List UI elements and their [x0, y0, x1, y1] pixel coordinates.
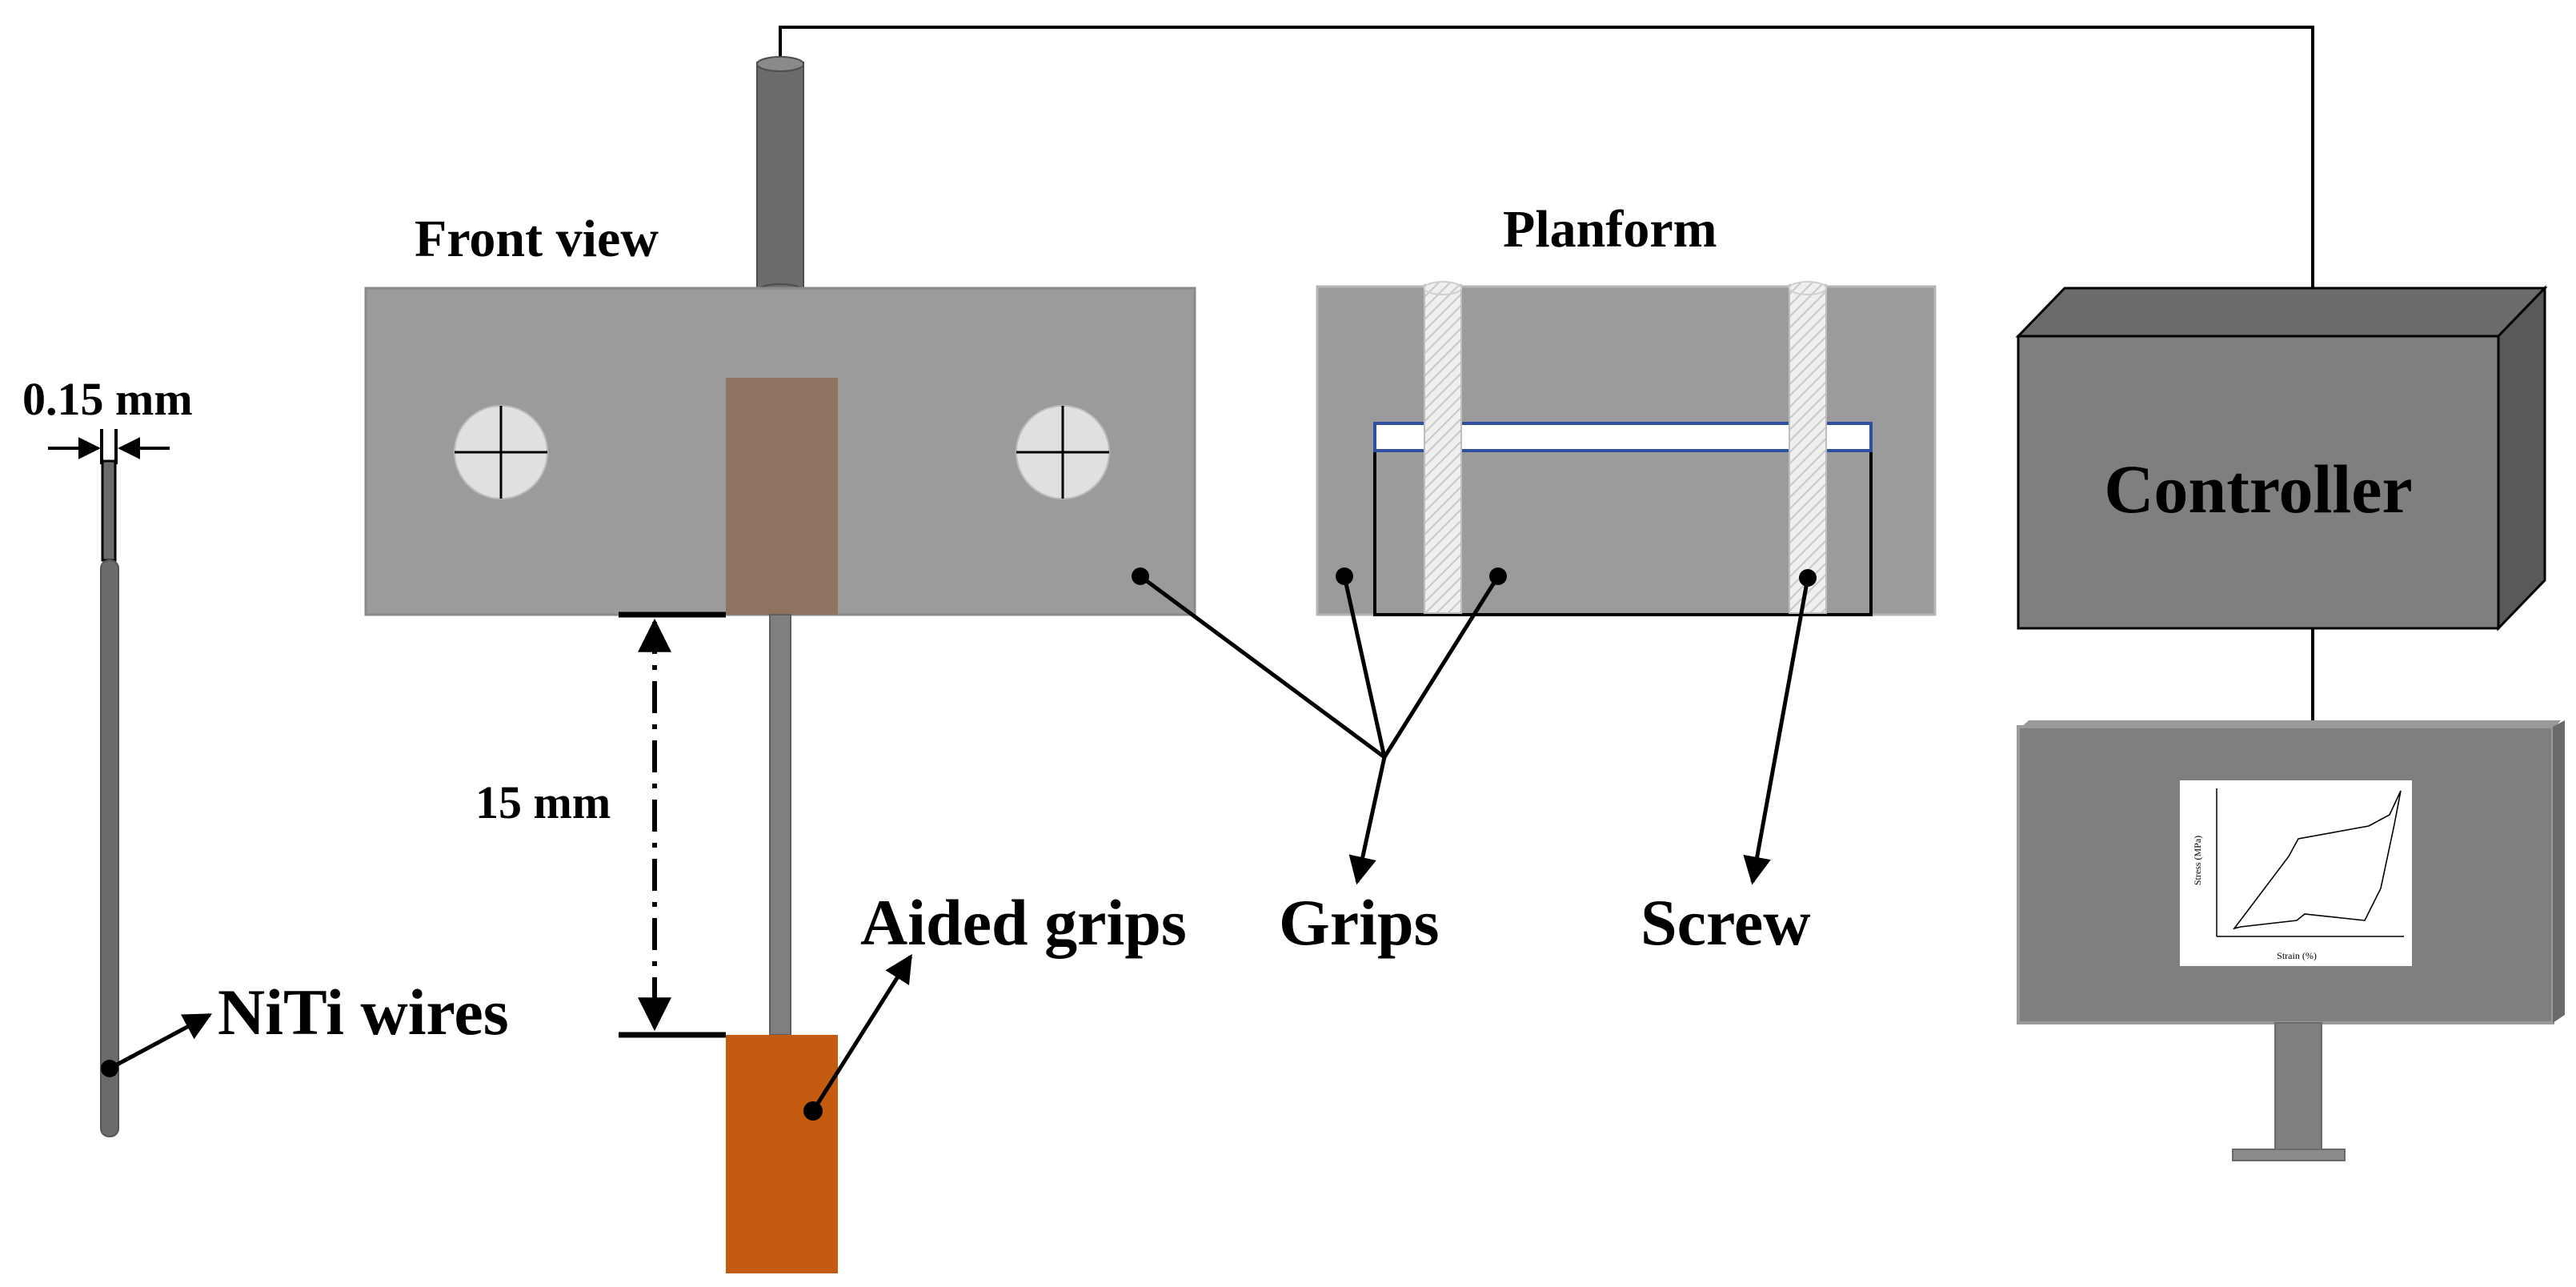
connection-wire [779, 26, 2314, 288]
screw-label: Screw [1641, 886, 1811, 959]
grips-callout-line-front [1139, 574, 1386, 760]
niti-wires-label: NiTi wires [218, 976, 509, 1048]
controller-side-face [2497, 285, 2546, 631]
specimen-wire [769, 614, 791, 1036]
aided-grips-label: Aided grips [860, 886, 1187, 959]
controller-box: Controller [2015, 285, 2548, 631]
screw-callout-arrow [1743, 577, 1810, 885]
wire-diameter-label: 0.15 mm [22, 373, 193, 425]
monitor-chart-xlabel: Strain (%) [2277, 950, 2317, 961]
front-view-title: Front view [415, 210, 659, 268]
controller-top-face [2015, 287, 2548, 338]
grips-callout-arrow [1348, 756, 1387, 885]
grips-callout-line-mid [1382, 575, 1500, 759]
niti-wire-thin-end [101, 459, 117, 562]
monitor-chart: Strain (%) Stress (MPa) [2180, 780, 2412, 966]
aided-grip-upper [726, 378, 838, 615]
cross-slot-screw-head-icon [454, 405, 548, 499]
monitor-base [2232, 1149, 2346, 1161]
grips-label: Grips [1279, 886, 1439, 959]
hatched-screw-icon [1789, 281, 1827, 614]
controller-front-face [2017, 335, 2500, 630]
niti-wires-callout-arrow [108, 1012, 213, 1071]
monitor-neck [2274, 1022, 2322, 1150]
niti-wire [100, 559, 119, 1137]
aided-grip-lower [726, 1035, 838, 1273]
monitor-chart-ylabel: Stress (MPa) [2192, 836, 2203, 885]
planform-title: Planform [1503, 200, 1717, 259]
monitor-side [2553, 720, 2565, 1023]
gauge-length-label: 15 mm [475, 776, 611, 828]
top-rod-cap [756, 56, 804, 72]
cross-slot-screw-head-icon [1016, 405, 1110, 499]
grips-callout-line-left [1342, 575, 1387, 758]
aided-grips-callout-arrow [811, 954, 913, 1113]
hatched-screw-icon [1424, 281, 1462, 614]
controller-label: Controller [2104, 451, 2412, 527]
top-rod [756, 62, 804, 295]
monitor-chart-background [2180, 780, 2412, 966]
stress-strain-loop [2232, 790, 2402, 930]
niti-wire-sample: 0.15 mm [22, 373, 193, 1137]
monitor: Strain (%) Stress (MPa) [2017, 720, 2565, 1161]
